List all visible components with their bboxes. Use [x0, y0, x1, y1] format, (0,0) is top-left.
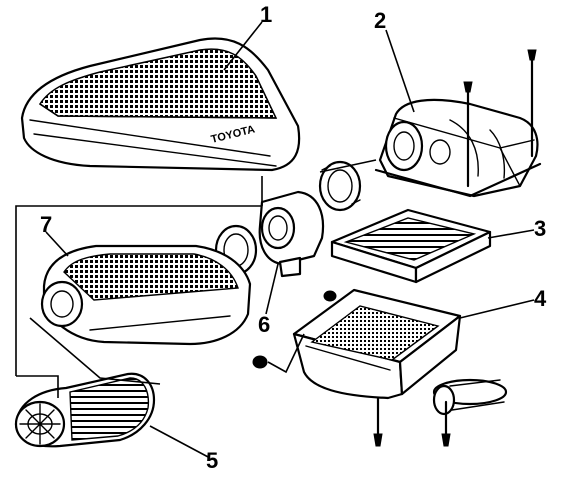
part-7-resonator: [40, 244, 252, 346]
part-2-air-cleaner-cap: [374, 49, 542, 198]
callout-3: 3: [534, 216, 546, 241]
callout-5: 5: [206, 448, 218, 473]
part-3-filter-element: [330, 208, 492, 284]
callout-2: 2: [374, 8, 386, 33]
part-4-lower-housing: [252, 288, 508, 447]
callout-7: 7: [40, 212, 52, 237]
callout-4: 4: [534, 286, 547, 311]
part-5-intake-hose: [14, 372, 156, 448]
part-1-engine-cover: TOYOTA: [20, 37, 301, 172]
callout-1: 1: [260, 2, 272, 27]
callout-labels: 1 2 3 4 5 6 7: [40, 2, 547, 473]
callout-6: 6: [258, 312, 270, 337]
part-6-connector: [214, 160, 362, 278]
leader-lines: [15, 21, 535, 459]
